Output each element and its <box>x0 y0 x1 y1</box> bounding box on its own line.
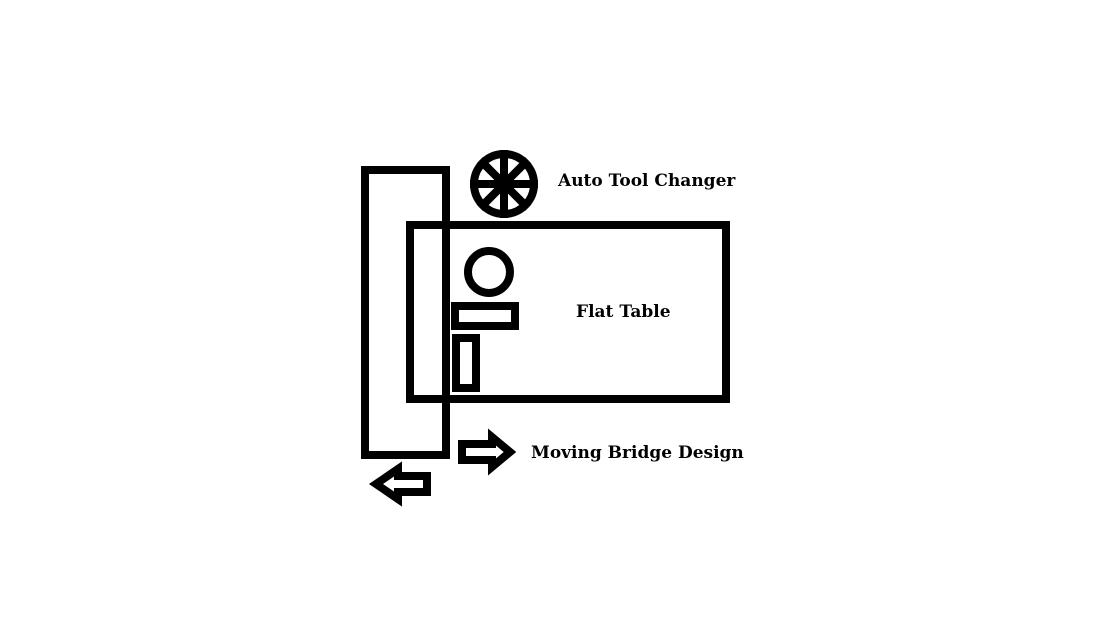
horizontal-part-rect <box>451 302 519 330</box>
arrow-right-icon <box>458 428 517 476</box>
moving-bridge-rect <box>361 166 450 459</box>
tool-changer-wheel-icon <box>470 150 538 218</box>
vertical-part-rect <box>452 334 480 392</box>
flat-table-rect <box>406 221 730 403</box>
auto-tool-changer-label: Auto Tool Changer <box>558 171 736 191</box>
moving-bridge-label: Moving Bridge Design <box>531 443 744 463</box>
spindle-circle <box>464 247 514 297</box>
flat-table-label: Flat Table <box>576 302 671 322</box>
arrow-left-icon <box>368 461 431 507</box>
